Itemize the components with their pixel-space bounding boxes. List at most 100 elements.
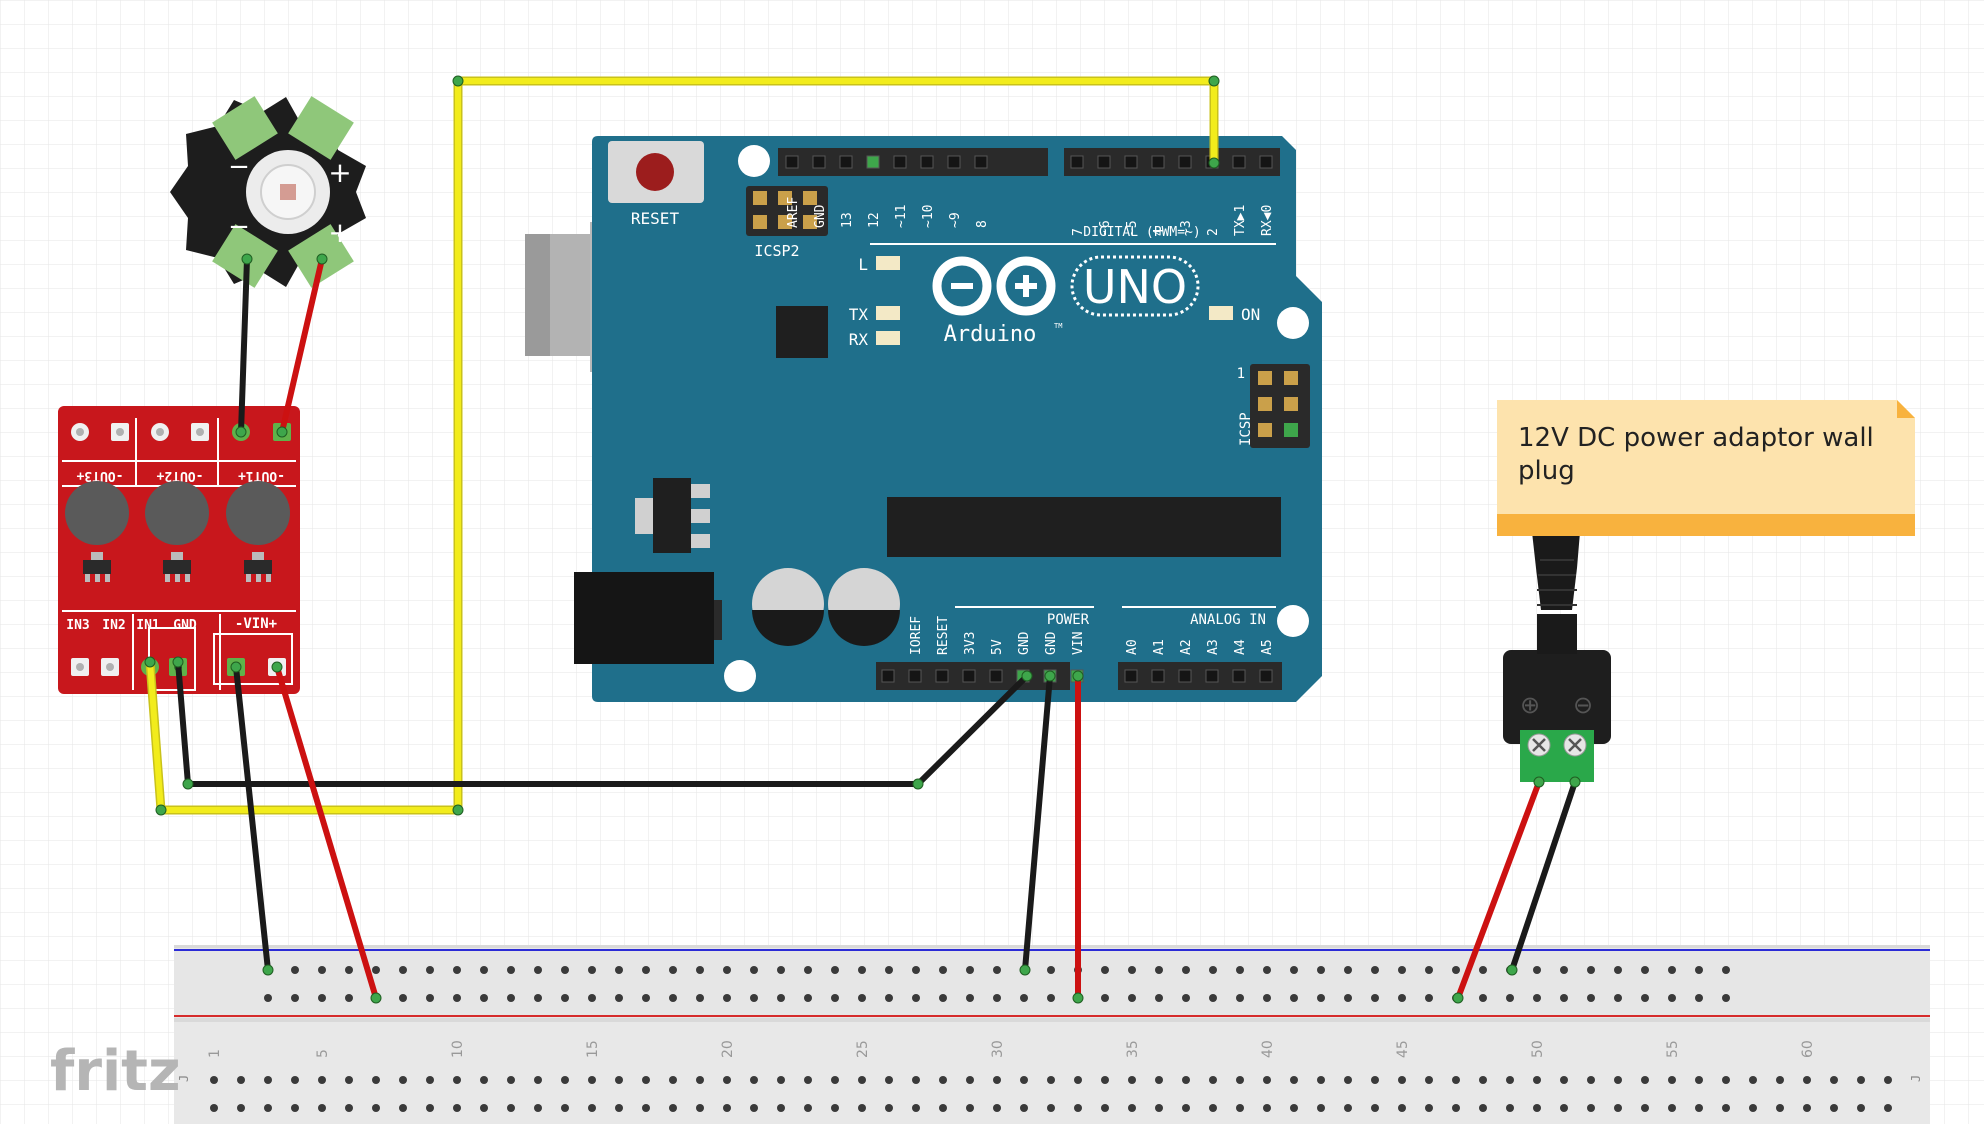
terminal-hole	[1371, 1104, 1379, 1112]
wire-black-arduino-gnd	[1022, 673, 1053, 973]
led-pad	[212, 96, 278, 160]
terminal-hole	[588, 1104, 596, 1112]
power-rail	[174, 948, 1930, 1018]
rail-hole	[966, 994, 974, 1002]
rail-hole	[1263, 966, 1271, 974]
rail-hole	[831, 966, 839, 974]
driver-out-hole	[116, 428, 124, 436]
inductor	[65, 481, 129, 545]
icsp-label: ICSP	[1238, 412, 1254, 446]
column-number: 5	[315, 1049, 331, 1058]
power-pin	[935, 669, 949, 683]
driver-in-label: IN3	[66, 618, 89, 633]
power-pin	[962, 669, 976, 683]
row-letter-right: J	[1909, 1075, 1923, 1082]
icsp-pin	[1284, 423, 1298, 437]
terminal-hole	[1506, 1076, 1514, 1084]
rail-hole	[372, 966, 380, 974]
rail-hole	[345, 966, 353, 974]
power-pin-label: 3V3	[963, 632, 978, 655]
power-pin-label: VIN	[1071, 632, 1086, 655]
terminal-hole	[264, 1104, 272, 1112]
terminal-hole	[1749, 1104, 1757, 1112]
rail-hole	[534, 966, 542, 974]
terminal-hole	[1290, 1076, 1298, 1084]
terminal-hole	[1695, 1076, 1703, 1084]
terminal-hole	[399, 1104, 407, 1112]
terminal-hole	[1344, 1076, 1352, 1084]
terminal-hole	[1425, 1076, 1433, 1084]
digital-pin-label: ~10	[921, 205, 936, 228]
reset-button-cap[interactable]	[636, 153, 674, 191]
note-body	[1497, 400, 1915, 514]
terminal-hole	[777, 1076, 785, 1084]
wire-endpoint	[1072, 992, 1084, 1004]
column-number: 40	[1260, 1040, 1276, 1058]
uno-badge	[1070, 255, 1200, 317]
terminal-hole	[1020, 1076, 1028, 1084]
terminal-hole	[318, 1104, 326, 1112]
terminal-hole	[372, 1104, 380, 1112]
terminal-hole	[453, 1076, 461, 1084]
annotation-note: 12V DC power adaptor wall plug	[1497, 400, 1915, 536]
rail-hole	[1587, 994, 1595, 1002]
rail-hole	[939, 994, 947, 1002]
wire-endpoint	[452, 75, 464, 87]
terminal-hole	[1452, 1076, 1460, 1084]
digital-label: DIGITAL (PWM=~)	[1083, 225, 1200, 240]
terminal-hole	[1533, 1104, 1541, 1112]
terminal-hole	[804, 1104, 812, 1112]
power-pin-label: IOREF	[909, 616, 924, 655]
terminal-hole	[1290, 1104, 1298, 1112]
digital-pin-label: ~5	[1125, 220, 1140, 236]
terminal-hole	[507, 1104, 515, 1112]
row-letter-left: J	[177, 1075, 191, 1082]
terminal-hole	[237, 1104, 245, 1112]
rail-hole	[1425, 994, 1433, 1002]
rail-hole	[453, 994, 461, 1002]
terminal-hole	[858, 1104, 866, 1112]
wire-endpoint	[370, 992, 382, 1004]
terminal-hole	[1344, 1104, 1352, 1112]
rail-hole	[939, 966, 947, 974]
icsp-pin	[1284, 397, 1298, 411]
led-rx-label: RX	[849, 330, 869, 349]
icsp2-pin	[803, 191, 817, 205]
analog-header	[1118, 662, 1282, 690]
terminal-hole	[1479, 1076, 1487, 1084]
terminal-hole	[561, 1076, 569, 1084]
icsp-pin	[1258, 397, 1272, 411]
rail-hole	[831, 994, 839, 1002]
rail-hole	[453, 966, 461, 974]
wire-yellow-signal	[147, 78, 1217, 813]
icsp2-pin	[753, 191, 767, 205]
driver-in-label: IN2	[102, 618, 125, 633]
terminal-hole	[993, 1076, 1001, 1084]
driver-in-label: GND	[173, 618, 197, 633]
rail-hole	[588, 994, 596, 1002]
terminal-hole	[534, 1076, 542, 1084]
inductor	[145, 481, 209, 545]
mount-hole	[1277, 605, 1309, 637]
wire-endpoint	[912, 778, 924, 790]
digital-pin	[812, 155, 826, 169]
rail-hole	[642, 966, 650, 974]
digital-pin-label: ~6	[1098, 220, 1113, 236]
rail-hole	[318, 994, 326, 1002]
led-rx	[876, 331, 900, 345]
driver-in-hole	[106, 663, 114, 671]
rail-hole	[1560, 966, 1568, 974]
terminal-hole	[696, 1076, 704, 1084]
rail-hole	[858, 994, 866, 1002]
rail-hole	[507, 994, 515, 1002]
led-plus-top: +	[328, 156, 351, 189]
rail-hole	[1236, 966, 1244, 974]
terminal-hole	[831, 1104, 839, 1112]
wire-endpoint	[1208, 157, 1220, 169]
terminal-hole	[723, 1104, 731, 1112]
wire-endpoint	[271, 661, 283, 673]
led-l	[876, 256, 900, 270]
terminal-hole	[1587, 1076, 1595, 1084]
terminal-hole	[1101, 1076, 1109, 1084]
